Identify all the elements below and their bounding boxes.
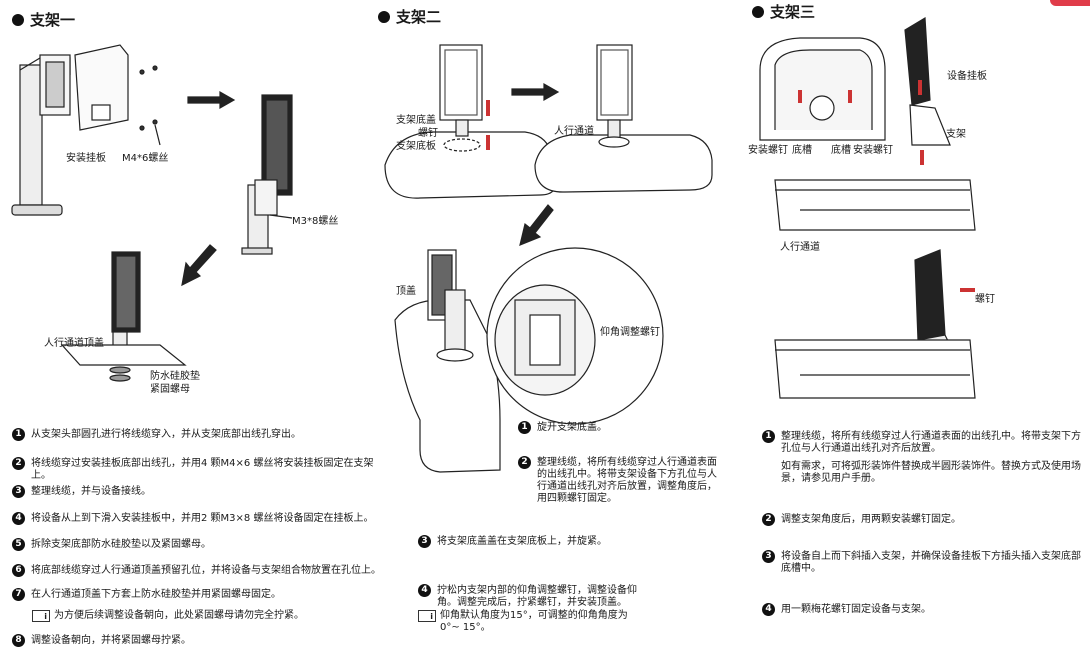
section1-title: 支架一 [12, 9, 75, 30]
label-device-hanger: 设备挂板 [947, 71, 987, 82]
info-icon: i [32, 610, 50, 622]
label-mount-plate: 安装挂板 [66, 153, 106, 164]
label-pad: 防水硅胶垫 [150, 371, 200, 382]
bullet-icon [752, 5, 764, 18]
info-icon: i [418, 610, 436, 622]
label-channel: 人行通道 [554, 126, 594, 137]
section3-diagram [759, 16, 976, 399]
s3-step: 1 整理线缆，将所有线缆穿过人行通道表面的出线孔中。将带支架下方孔位与人行通道出… [762, 430, 1088, 485]
label-base-plate: 支架底板 [396, 141, 436, 152]
label-tilt-screw: 仰角调整螺钉 [600, 327, 660, 338]
corner-tab [1050, 0, 1090, 6]
section2-diagram [384, 44, 713, 473]
label-channel-top: 人行通道顶盖 [44, 338, 104, 349]
bullet-icon [378, 10, 390, 23]
label-screw: 螺钉 [418, 128, 438, 139]
label-bracket: 支架 [946, 129, 966, 140]
label-install-screw: 安装螺钉 [853, 145, 893, 156]
label-install-screw: 安装螺钉 [748, 145, 788, 156]
label-screw: 螺钉 [975, 294, 995, 305]
section1-diagram [11, 44, 293, 382]
label-m3-screw: M3*8螺丝 [292, 216, 339, 227]
label-channel: 人行通道 [780, 242, 820, 253]
section2-title: 支架二 [378, 6, 441, 27]
bullet-icon [12, 13, 24, 26]
label-top-cover: 顶盖 [396, 286, 416, 297]
label-m4-screw: M4*6螺丝 [122, 153, 169, 164]
label-slot: 底槽 [831, 145, 851, 156]
label-slot: 底槽 [792, 145, 812, 156]
label-nut: 紧固螺母 [150, 384, 190, 395]
section3-title: 支架三 [752, 1, 815, 22]
label-base-cover: 支架底盖 [396, 115, 436, 126]
